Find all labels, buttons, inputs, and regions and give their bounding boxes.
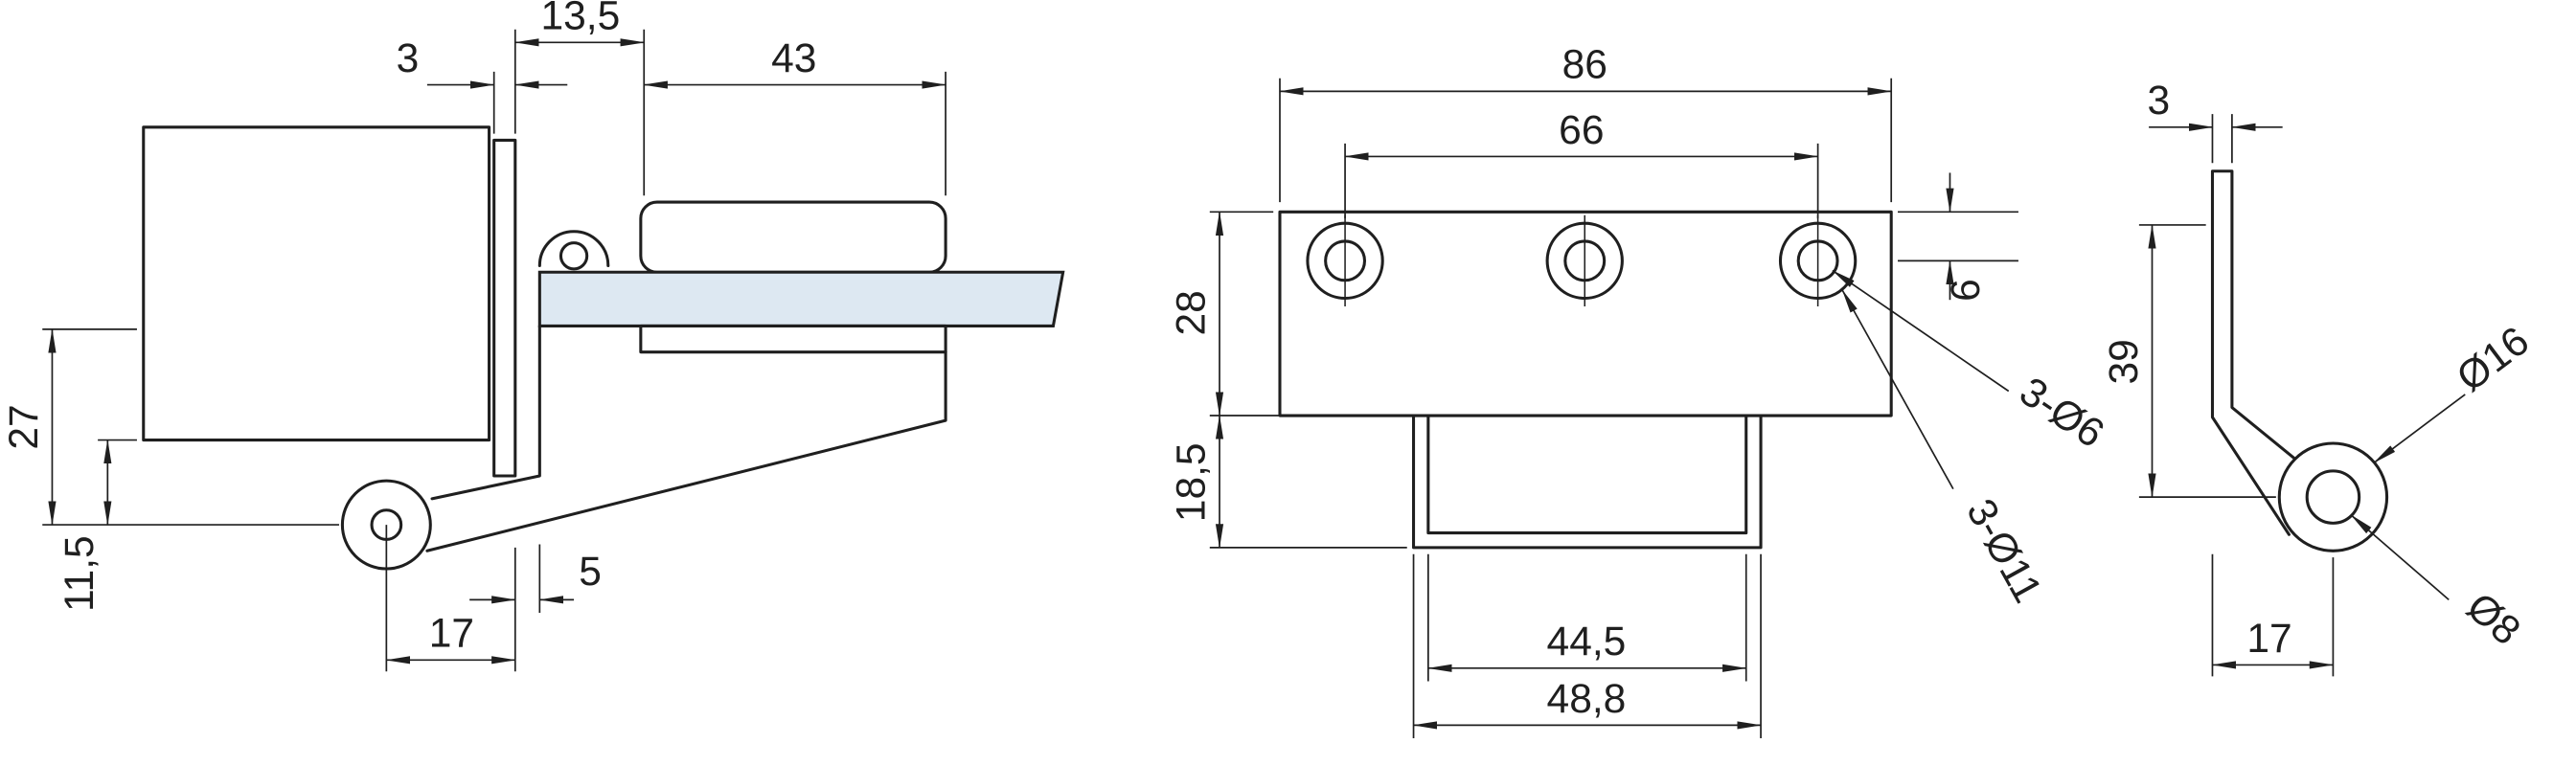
dim-width-overall: 86: [1279, 42, 1893, 203]
dim-depth: 17: [2211, 553, 2335, 677]
lower-block-outer: [1412, 414, 1763, 550]
extension-lines: [1427, 553, 1747, 682]
callout-label-holes-large: 3-Ø11: [1957, 491, 2051, 610]
knuckle-arc: [537, 230, 610, 267]
door-panel: [142, 125, 491, 442]
extension-lines: [492, 29, 516, 134]
view-end: 3 39 Ø16 Ø8 17: [2101, 78, 2538, 677]
lower-block-inner: [1426, 414, 1748, 535]
mounting-plate: [1278, 210, 1893, 417]
boss-hole: [2305, 469, 2361, 525]
extension-lines: [513, 544, 541, 672]
extension-lines: [2211, 553, 2335, 677]
knuckle-pin: [559, 241, 589, 271]
boss-outer: [2277, 441, 2389, 552]
extension-lines: [1898, 211, 2018, 262]
dim-pivot-offset: 17: [385, 525, 516, 672]
dim-edge-offset: 6: [1898, 172, 2018, 302]
dim-hole-spacing: 66: [1344, 107, 1819, 219]
leader-line: [2373, 394, 2466, 464]
dim-inner-width: 44,5: [1427, 553, 1747, 682]
dim-label-arm: 43: [771, 35, 816, 81]
callout-label-boss-dia: Ø16: [2449, 318, 2538, 401]
dim-label-offset: 13,5: [540, 0, 620, 39]
dim-label-block-height: 18,5: [1169, 442, 1215, 522]
angle-bracket-profile: [2210, 169, 2296, 536]
top-clamp: [639, 200, 947, 274]
dim-label-hole-spacing: 66: [1559, 107, 1604, 153]
dim-label-gap: 3: [397, 35, 420, 81]
dim-label-height-total: 27: [1, 404, 47, 449]
left-view-part: [142, 125, 1065, 571]
dim-height-lower: 11,5: [57, 439, 137, 612]
dim-block-height: 18,5: [1169, 415, 1407, 549]
dim-label-outer-width: 48,8: [1547, 676, 1627, 722]
callout-label-hole-dia: Ø8: [2458, 584, 2529, 654]
front-view-part: [1278, 210, 1893, 550]
dim-label-width-overall: 86: [1562, 42, 1607, 88]
dim-label-depth: 17: [2246, 616, 2291, 662]
dim-label-height-lower: 11,5: [57, 535, 103, 612]
callout-boss-dia: Ø16: [2373, 318, 2538, 464]
callout-holes-large: 3-Ø11: [1841, 289, 2051, 610]
extension-lines: [2211, 114, 2233, 164]
extension-lines: [42, 327, 339, 526]
dim-outer-width: 48,8: [1412, 553, 1762, 739]
glass-panel: [537, 270, 1065, 327]
view-front: 86 66 28 18,5 6 3-Ø6: [1169, 42, 2112, 739]
leader-line: [1841, 289, 1954, 490]
bracket-arm: [425, 324, 947, 552]
callout-hole-dia: Ø8: [2350, 514, 2529, 654]
leader-line: [1832, 269, 2010, 393]
hinge-leaf: [492, 138, 517, 478]
dim-label-pivot-offset: 17: [429, 611, 474, 657]
extension-lines: [1279, 78, 1893, 203]
view-side-section: 3 13,5 43 27 11,5 5: [1, 0, 1065, 672]
callout-label-holes-small: 3-Ø6: [2012, 369, 2112, 458]
dim-inset: 5: [469, 544, 602, 672]
leader-line: [2350, 514, 2450, 600]
dim-height: 39: [2101, 224, 2276, 498]
extension-lines: [1344, 143, 1819, 219]
dim-label-plate-height: 28: [1169, 290, 1215, 335]
dim-label-inset: 5: [579, 549, 602, 595]
extension-lines: [2138, 224, 2276, 498]
extension-lines: [1412, 553, 1762, 739]
dim-label-edge-offset: 6: [1943, 279, 1989, 302]
dim-height-total: 27: [1, 327, 339, 526]
dim-offset: 13,5: [513, 0, 646, 196]
bottom-clamp: [639, 324, 947, 354]
dim-arm-length: 43: [643, 35, 946, 196]
dim-thickness: 3: [2147, 78, 2283, 164]
dim-label-inner-width: 44,5: [1547, 619, 1627, 665]
dim-plate-height: 28: [1169, 211, 1407, 417]
dim-door-gap: 3: [397, 29, 568, 134]
right-view-part: [2210, 169, 2389, 552]
dim-label-height: 39: [2101, 339, 2147, 384]
dim-label-thickness: 3: [2147, 78, 2170, 124]
